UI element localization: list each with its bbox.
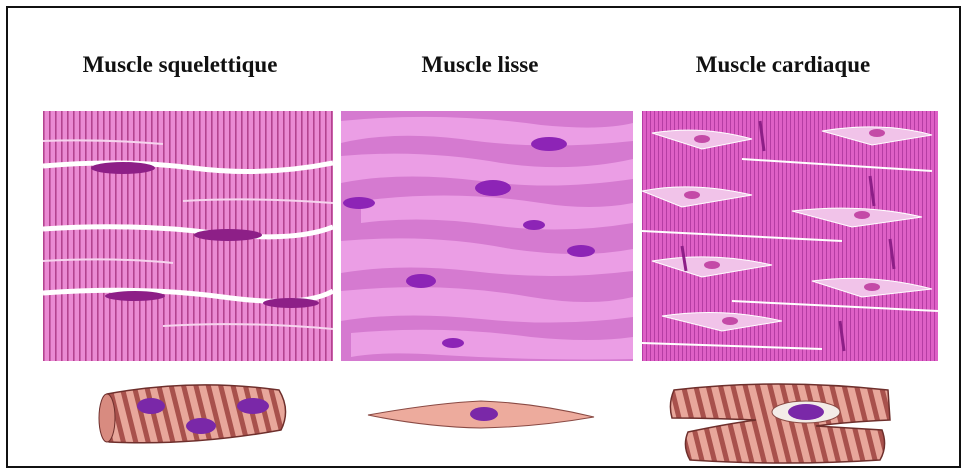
skeletal-tissue-illustration — [43, 111, 333, 361]
smooth-cell — [366, 393, 596, 438]
cardiac-cell-illustration — [666, 376, 896, 466]
cardiac-tissue-panel — [642, 111, 938, 361]
title-skeletal: Muscle squelettique — [83, 52, 278, 78]
skeletal-cell — [93, 380, 293, 455]
figure-frame: Muscle squelettique Muscle lisse Muscle … — [6, 6, 961, 468]
smooth-tissue-panel — [341, 111, 633, 361]
smooth-cell-illustration — [366, 393, 596, 433]
title-cardiac: Muscle cardiaque — [696, 52, 870, 78]
skeletal-tissue-panel — [43, 111, 333, 361]
smooth-tissue-illustration — [341, 111, 633, 361]
title-smooth: Muscle lisse — [422, 52, 539, 78]
cardiac-cell — [666, 376, 896, 471]
cardiac-tissue-illustration — [642, 111, 938, 361]
skeletal-cell-illustration — [93, 380, 293, 450]
